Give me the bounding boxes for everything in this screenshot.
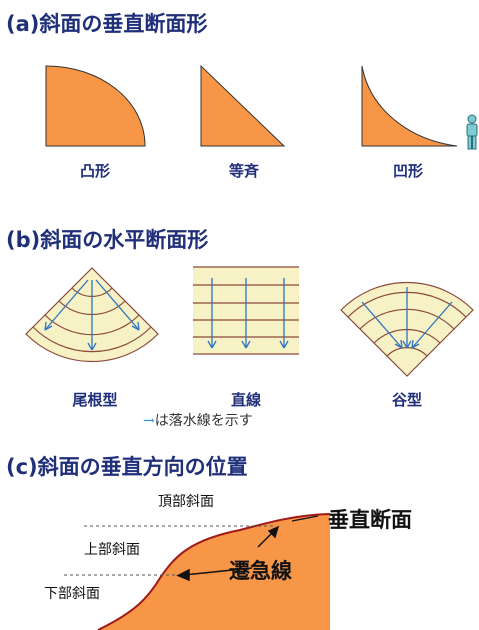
uniform-label: 等斉 [228,162,260,180]
convex-label: 凸形 [79,162,111,180]
section-c-title: (c)斜面の垂直方向の位置 [6,455,248,479]
person-icon [466,114,478,150]
ridge-plan-view [25,267,159,362]
flow-line-note: →は落水線を示す [143,410,253,430]
ridge-label: 尾根型 [72,391,118,409]
vertical-profile-label: 垂直断面 [328,508,412,532]
upper-slope-label: 上部斜面 [84,542,140,558]
flow-arrow-icon: → [143,413,155,429]
straight-plan-view [193,266,299,355]
concave-profile-shape [361,65,458,147]
uniform-profile-shape [200,64,286,147]
lower-slope-label: 下部斜面 [44,586,100,602]
section-b-title: (b)斜面の水平断面形 [6,228,209,252]
valley-plan-view [340,282,474,377]
convex-profile-shape [45,65,146,147]
section-a-title: (a)斜面の垂直断面形 [6,12,208,36]
straight-label: 直線 [230,391,262,409]
concave-label: 凹形 [392,162,424,180]
valley-label: 谷型 [391,391,423,409]
slope-position-profile [64,513,331,630]
flow-note-text: は落水線を示す [154,413,253,429]
knickline-label: 遷急線 [229,559,292,583]
top-slope-label: 頂部斜面 [158,494,214,510]
